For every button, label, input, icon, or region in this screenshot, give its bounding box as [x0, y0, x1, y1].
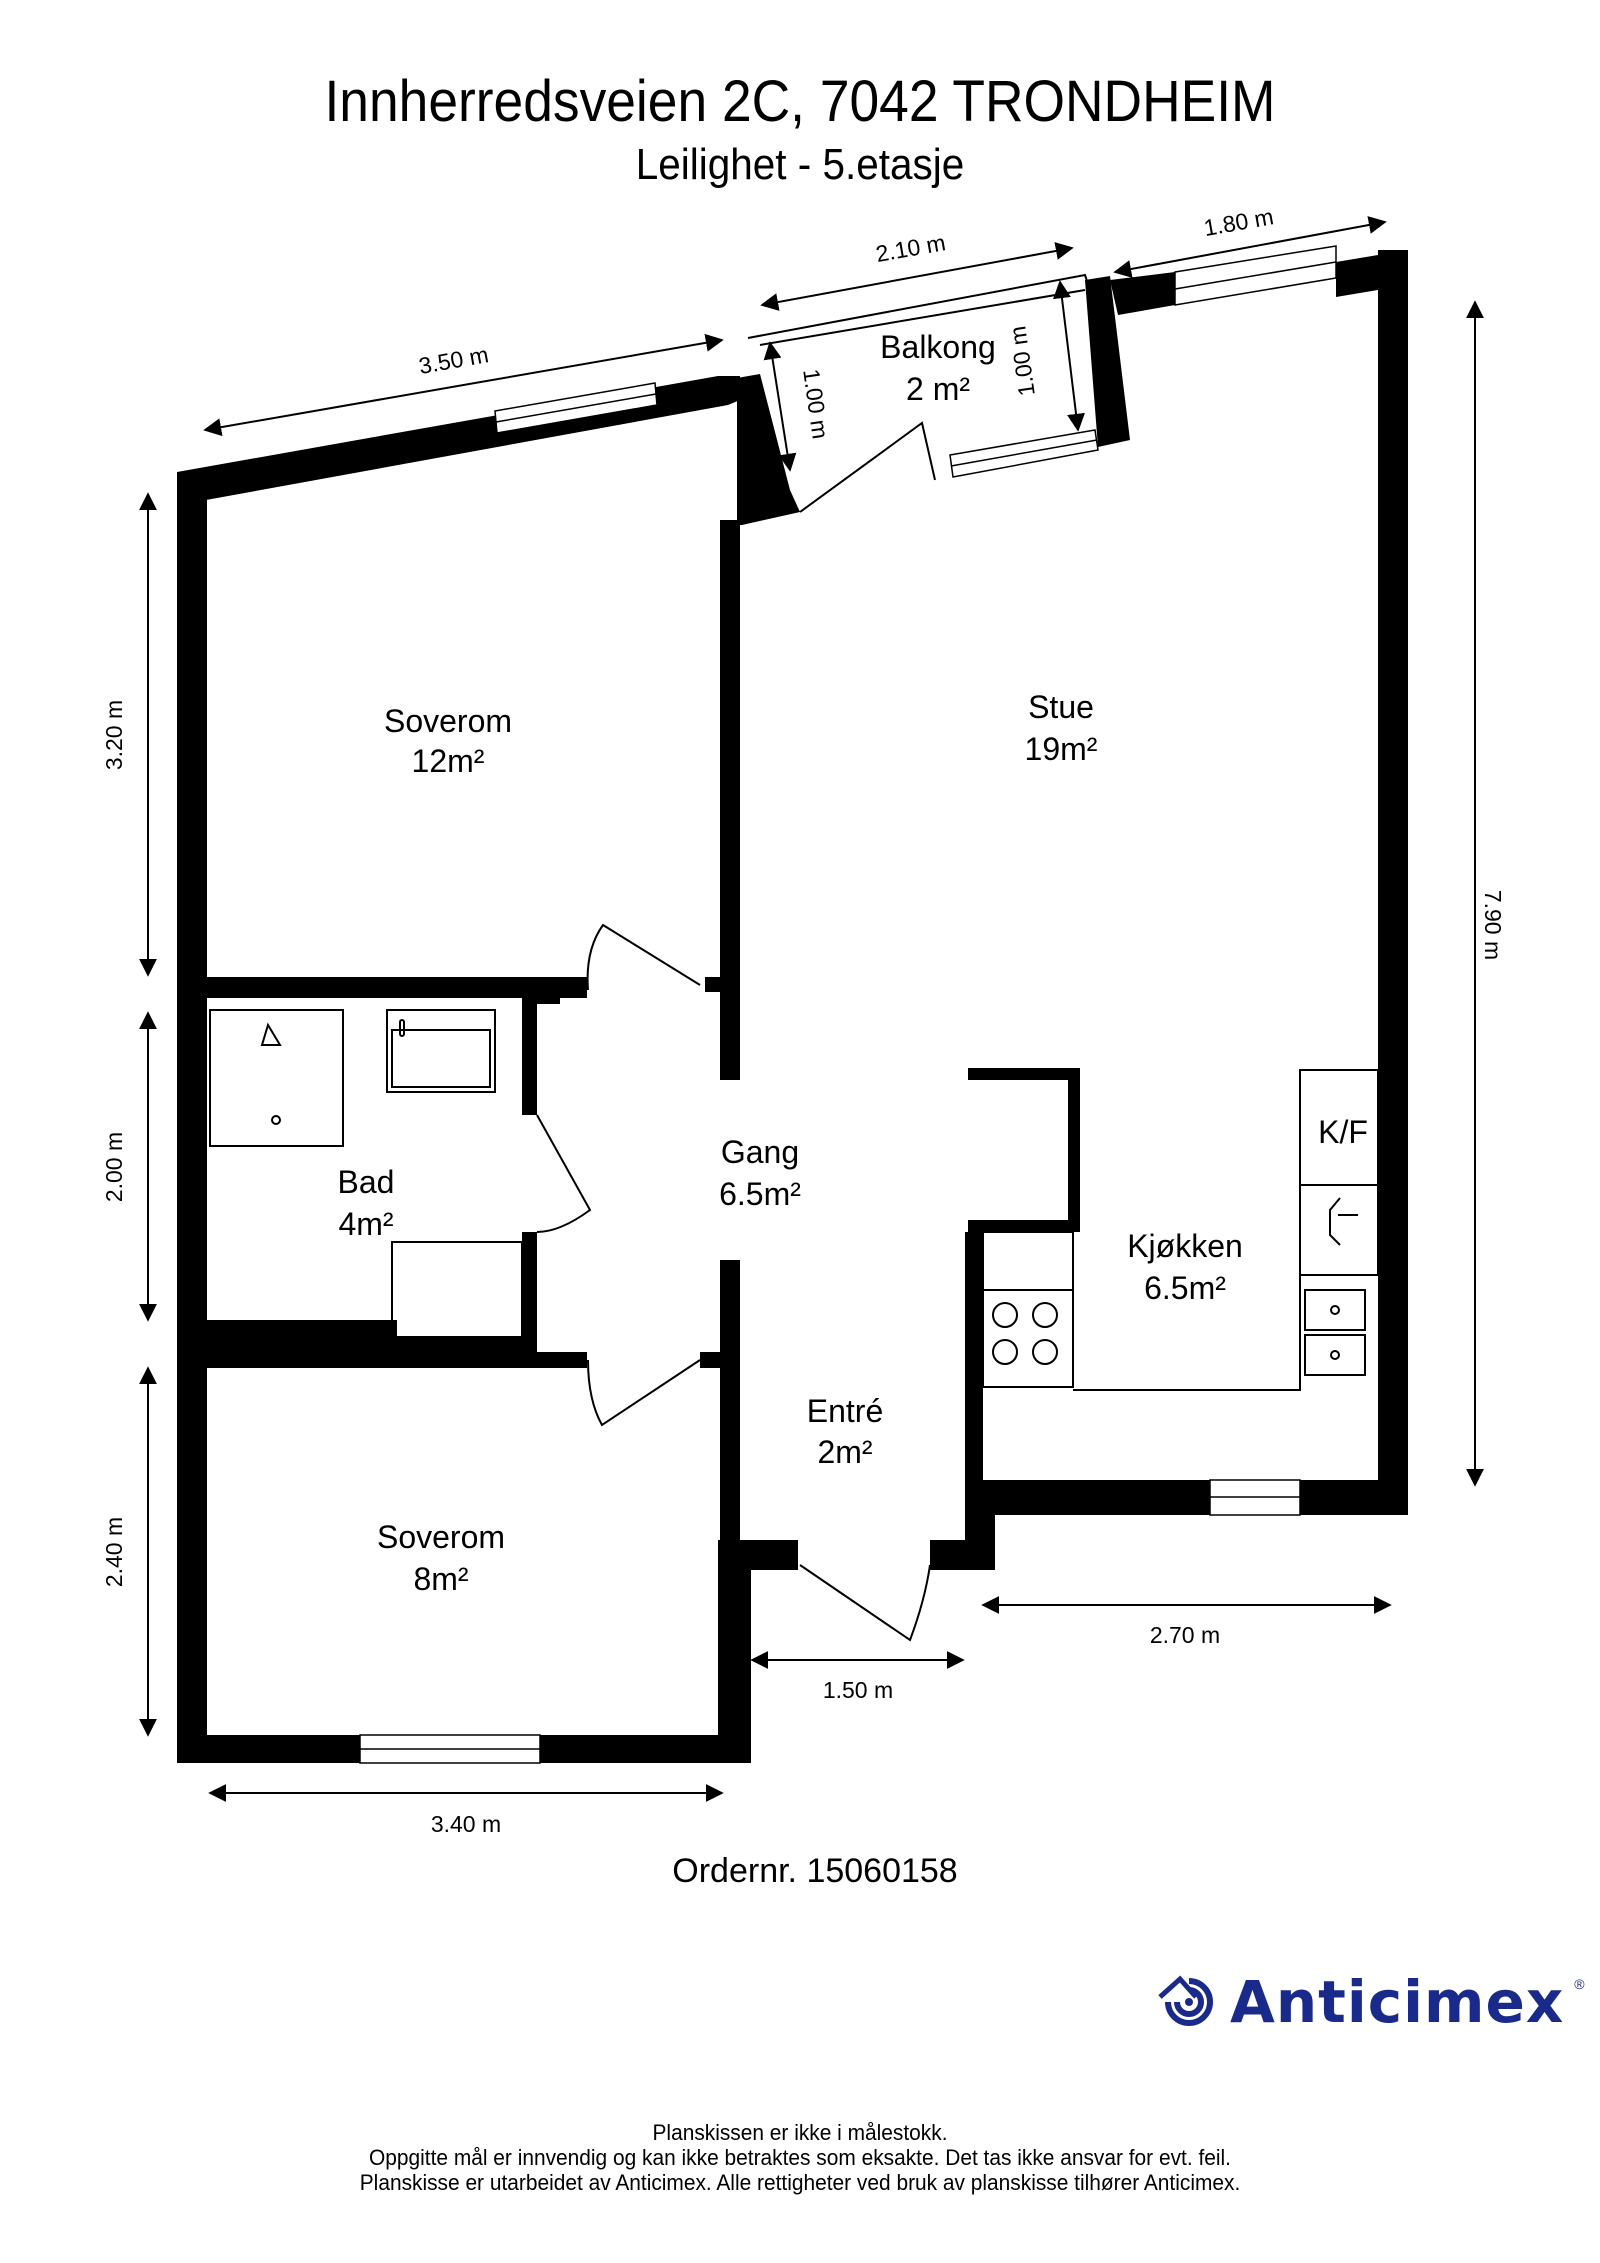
- room-area: 8m²: [413, 1561, 468, 1597]
- room-name: Balkong: [880, 329, 996, 365]
- room-name: Soverom: [377, 1519, 505, 1555]
- room-name: Entré: [807, 1393, 883, 1429]
- order-number: Ordernr. 15060158: [672, 1852, 958, 1890]
- room-kjokken: Kjøkken 6.5m²: [1127, 1228, 1243, 1306]
- dim-balkong-width: 2.10 m: [874, 229, 948, 267]
- room-stue: Stue 19m²: [1025, 689, 1098, 767]
- bathroom-fixtures: [209, 1009, 523, 1338]
- windows: [359, 245, 1337, 1764]
- doors: [536, 923, 931, 1642]
- walls: [177, 250, 1408, 1763]
- disclaimer-line-3: Planskisse er utarbeidet av Anticimex. A…: [359, 2170, 1241, 2195]
- room-bad: Bad 4m²: [338, 1164, 395, 1242]
- room-area: 2m²: [817, 1434, 872, 1470]
- room-name: Kjøkken: [1127, 1228, 1243, 1264]
- dim-kjokken-width: 2.70 m: [1150, 1622, 1220, 1648]
- room-balkong: Balkong 2 m²: [880, 329, 996, 407]
- room-entre: Entré 2m²: [807, 1393, 883, 1470]
- dim-soverom-bottom-height: 2.40 m: [101, 1517, 127, 1587]
- address-title: Innherredsveien 2C, 7042 TRONDHEIM: [324, 69, 1276, 134]
- room-name: Soverom: [384, 703, 512, 739]
- room-area: 4m²: [338, 1206, 393, 1242]
- brand-name: Anticimex: [1230, 1968, 1565, 2036]
- dim-balkong-depth-left: 1.00 m: [798, 367, 834, 440]
- brand-logo: Anticimex ®: [1158, 1968, 1585, 2036]
- room-name: Stue: [1028, 689, 1094, 725]
- room-area: 19m²: [1025, 731, 1098, 767]
- anticimex-logo-icon: [1158, 1975, 1213, 2026]
- room-name: Gang: [721, 1134, 799, 1170]
- dim-soverom-top-height: 3.20 m: [101, 700, 127, 770]
- room-area: 2 m²: [906, 371, 970, 407]
- room-area: 6.5m²: [1144, 1270, 1226, 1306]
- disclaimer-line-1: Planskissen er ikke i målestokk.: [652, 2120, 948, 2145]
- toilet-box: [391, 1241, 523, 1338]
- dim-stue-top-width: 1.80 m: [1202, 203, 1276, 241]
- floor-subtitle: Leilighet - 5.etasje: [635, 140, 965, 189]
- disclaimer-line-2: Oppgitte mål er innvendig og kan ikke be…: [369, 2145, 1231, 2170]
- dim-balkong-depth-right: 1.00 m: [1004, 324, 1040, 397]
- sink-double: [1304, 1289, 1366, 1331]
- fridge-freezer-label: K/F: [1318, 1114, 1368, 1150]
- room-soverom-bottom: Soverom 8m²: [377, 1519, 505, 1597]
- room-gang: Gang 6.5m²: [719, 1134, 801, 1212]
- dimension-lines: [139, 216, 1484, 1802]
- sink: [386, 1009, 496, 1093]
- dim-soverom-bottom-width: 3.40 m: [431, 1811, 501, 1837]
- dim-stue-height: 7.90 m: [1480, 890, 1506, 960]
- kitchen-fixtures: [982, 1069, 1379, 1391]
- room-area: 12m²: [412, 743, 485, 779]
- shower-head-icon: [260, 1022, 282, 1046]
- counter-left: [982, 1231, 1074, 1388]
- room-area: 6.5m²: [719, 1176, 801, 1212]
- room-name: Bad: [338, 1164, 395, 1200]
- dim-bad-height: 2.00 m: [101, 1132, 127, 1202]
- registered-mark: ®: [1574, 1976, 1585, 1992]
- dim-soverom-top-width: 3.50 m: [417, 341, 491, 379]
- dishwasher: [1299, 1184, 1379, 1276]
- disclaimer: Planskissen er ikke i målestokk. Oppgitt…: [0, 2120, 1600, 2195]
- dim-entre-width: 1.50 m: [823, 1677, 893, 1703]
- shower: [209, 1009, 344, 1147]
- room-soverom-top: Soverom 12m²: [384, 703, 512, 779]
